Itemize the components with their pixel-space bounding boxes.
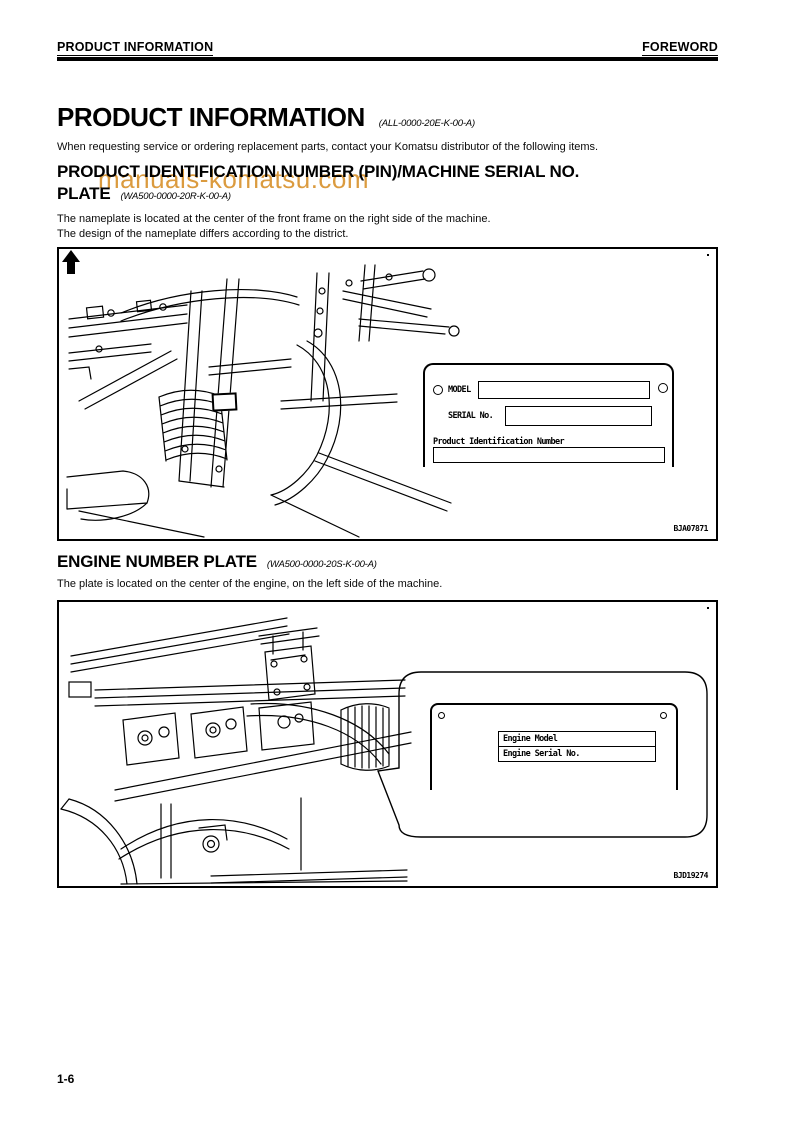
header-left: PRODUCT INFORMATION	[57, 40, 214, 56]
engine-serial-row: Engine Serial No.	[498, 746, 656, 762]
section2-heading: ENGINE NUMBER PLATE(WA500-0000-20S-K-00-…	[57, 552, 377, 571]
pin-nameplate-diagram: MODEL SERIAL No. Product Identification …	[423, 363, 674, 467]
engine-model-row: Engine Model	[498, 731, 656, 747]
title-row: PRODUCT INFORMATION (ALL-0000-20E-K-00-A…	[57, 102, 475, 133]
engine-plate-diagram: Engine Model Engine Serial No.	[430, 703, 678, 790]
serial-label: SERIAL No.	[448, 411, 494, 421]
bolt-hole-icon	[658, 383, 668, 393]
machine-line-art	[66, 264, 460, 538]
header-right: FOREWORD	[642, 40, 718, 56]
intro-paragraph: When requesting service or ordering repl…	[57, 141, 599, 153]
location-arrow-icon	[62, 250, 80, 274]
section1-heading-line2: PLATE(WA500-0000-20R-K-00-A)	[57, 184, 231, 203]
print-mark	[707, 254, 709, 256]
watermark: manuals-komatsu.com	[98, 164, 370, 194]
print-mark	[707, 607, 709, 609]
model-value-box	[478, 381, 650, 399]
nameplate-location-marker	[211, 392, 238, 412]
section2-code: (WA500-0000-20S-K-00-A)	[266, 559, 377, 570]
page-title-code: (ALL-0000-20E-K-00-A)	[378, 118, 475, 129]
figure-code: BJA07871	[673, 524, 708, 533]
section1-body-line1: The nameplate is located at the center o…	[57, 213, 491, 225]
model-label: MODEL	[448, 385, 471, 395]
bolt-hole-icon	[660, 712, 667, 719]
pin-label: Product Identification Number	[433, 437, 565, 447]
pin-value-box	[433, 447, 665, 463]
section1-code: (WA500-0000-20R-K-00-A)	[120, 191, 231, 202]
figure-pin-plate-location: MODEL SERIAL No. Product Identification …	[57, 247, 718, 541]
serial-value-box	[505, 406, 652, 426]
page-number: 1-6	[57, 1072, 75, 1086]
figure-engine-plate-location: Engine Model Engine Serial No. BJD19274	[57, 600, 718, 888]
bolt-hole-icon	[433, 385, 443, 395]
figure-code: BJD19274	[673, 871, 708, 880]
section1-heading-line1: PRODUCT IDENTIFICATION NUMBER (PIN)/MACH…	[57, 162, 580, 181]
engine-line-art	[60, 617, 708, 885]
page-title: PRODUCT INFORMATION	[57, 102, 365, 132]
header-rule	[57, 57, 718, 61]
section1-heading: PRODUCT IDENTIFICATION NUMBER (PIN)/MACH…	[57, 161, 737, 208]
section2-body: The plate is located on the center of th…	[57, 578, 443, 590]
section1-body-line2: The design of the nameplate differs acco…	[57, 228, 349, 240]
bolt-hole-icon	[438, 712, 445, 719]
section1-body: The nameplate is located at the center o…	[57, 212, 737, 242]
